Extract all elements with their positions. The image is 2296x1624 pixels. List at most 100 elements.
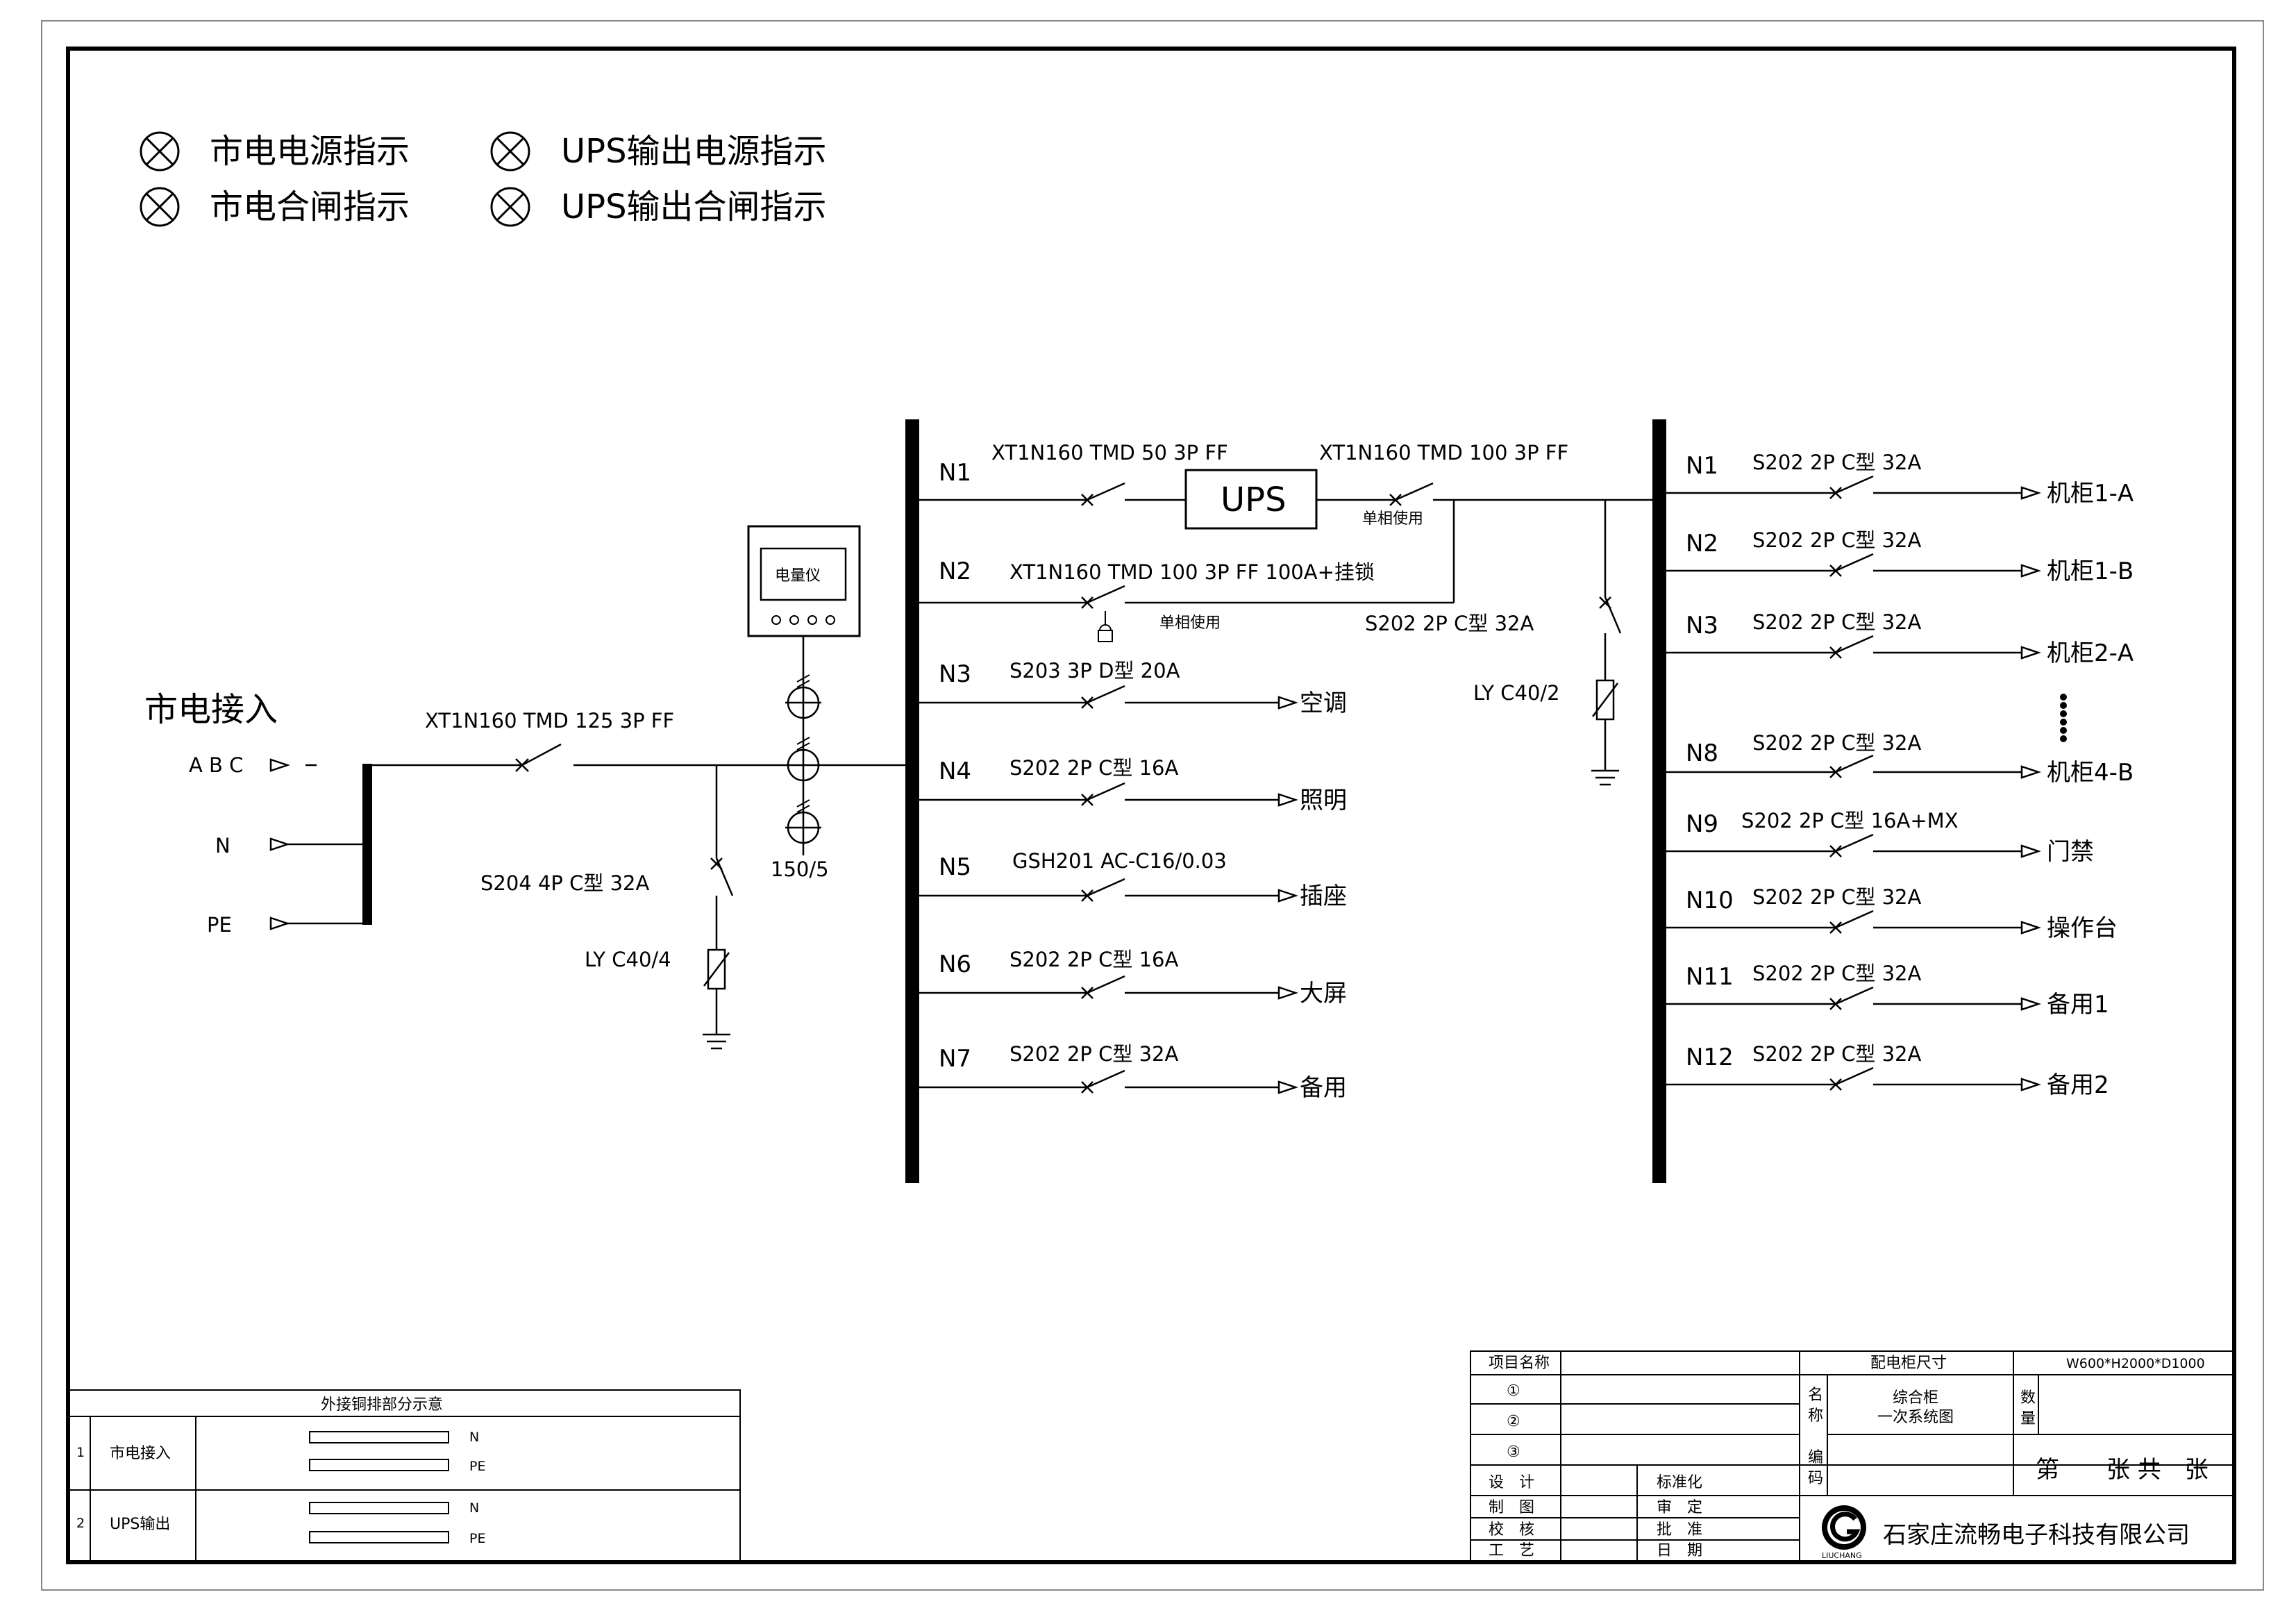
legend: 市电电源指示 UPS输出电源指示 市电合闸指示 UPS输出合闸指示 [140,131,827,227]
copper-row-n: N [469,1430,479,1445]
feeder-breaker [1081,878,1125,902]
n2-breaker [1081,585,1125,609]
name-value-1: 综合柜 [1893,1389,1938,1407]
review-label: 审 定 [1657,1499,1702,1516]
feeder-spec: S202 2P C型 32A [1752,885,1922,909]
feeder-breaker [1081,1069,1125,1094]
output-arrow [1277,1080,1298,1094]
ups-output-breaker-label: XT1N160 TMD 100 3P FF [1319,441,1568,464]
date-label: 日 期 [1657,1542,1702,1559]
lamp-icon [140,187,180,227]
copper-row-no: 1 [76,1445,85,1460]
copper-row-name: UPS输出 [110,1516,170,1533]
circle-3-label: ③ [1507,1443,1520,1461]
main-breaker-label: XT1N160 TMD 125 3P FF [425,709,674,733]
copper-row-pe: PE [469,1459,485,1474]
feeder-id: N7 [939,1045,971,1073]
copper-table: 外接铜排部分示意 1 市电接入 N PE 2 UPS输出 N PE [69,1389,741,1562]
qty-label-2: 量 [2020,1410,2036,1428]
feeder-spec: S202 2P C型 32A [1752,962,1922,985]
feeder-breaker [1081,685,1125,709]
feeder-id: N9 [1686,810,1718,838]
feeder-load: 机柜4-B [2047,759,2134,787]
right-feeder-n11: N11 S202 2P C型 32A 备用1 [1666,962,2109,1019]
right-busbar [1652,419,1666,1183]
feeder-spec: S202 2P C型 32A [1752,610,1922,634]
feeder-id: N3 [939,660,971,688]
feeder-spec: XT1N160 TMD 100 3P FF 100A+挂锁 [1009,560,1375,584]
feeder-id: N12 [1686,1044,1734,1071]
feeder-load: 照明 [1300,787,1347,814]
feeder-load: 空调 [1300,689,1347,717]
output-arrow [2020,486,2041,500]
company-name: 石家庄流畅电子科技有限公司 [1883,1521,2190,1549]
feeder-spec: S202 2P C型 16A [1009,948,1179,971]
lamp-icon [490,131,530,171]
feeder-spec: S203 3P D型 20A [1009,659,1180,683]
feeder-load: 机柜2-A [2047,639,2134,667]
ellipsis-dots [2060,694,2067,742]
abc-label: A B C [189,753,243,777]
ups-spd-branch [1591,500,1622,786]
logo-text: LIUCHANG [1822,1551,1862,1560]
feeder-id: N2 [1686,530,1718,558]
feeder-load: 备用1 [2047,991,2109,1019]
check-label: 校 核 [1489,1521,1534,1539]
output-arrow [2020,921,2041,935]
qty-label-1: 数 [2020,1389,2036,1407]
copper-row-name: 市电接入 [110,1445,171,1462]
feeder-breaker [1829,986,1874,1010]
copper-table-title: 外接铜排部分示意 [321,1396,443,1414]
feeder-breaker [1829,553,1874,577]
copper-row-n: N [469,1500,479,1516]
ups-box [1184,469,1318,530]
craft-label: 工 艺 [1489,1542,1534,1559]
input-busbar [362,764,372,925]
input-arrow-abc [269,758,289,772]
feeder-id: N10 [1686,887,1734,914]
feeder-load: 备用2 [2047,1071,2109,1099]
circle-1-label: ① [1507,1382,1520,1400]
ground-icon [1591,769,1619,786]
legend-mains-closed: 市电合闸指示 [210,187,410,226]
ups-spd-label: LY C40/2 [1473,681,1560,705]
approve-label: 批 准 [1657,1521,1702,1539]
output-arrow [1277,793,1298,807]
draw-label: 制 图 [1489,1499,1534,1516]
meter-label: 电量仪 [775,567,821,585]
code-label-1: 编 [1808,1449,1823,1466]
feeder-breaker [1829,475,1874,499]
main-breaker [515,743,562,772]
feeder-id: N5 [939,853,971,881]
ups-section: UPS XT1N160 TMD 100 3P FF 单相使用 S202 2P C… [1159,441,1568,705]
ups-output-note: 单相使用 [1362,510,1423,528]
project-name-label: 项目名称 [1489,1355,1550,1372]
feeder-spec: S202 2P C型 32A [1752,528,1922,552]
feeder-breaker [1829,1066,1874,1091]
input-arrow-pe [269,916,289,930]
power-meter: 电量仪 [747,525,861,637]
inner-frame [66,47,2236,1564]
copper-row-pe: PE [469,1531,485,1546]
output-arrow [2020,646,2041,660]
feeder-load: 备用 [1300,1074,1347,1102]
output-arrow [1277,696,1298,710]
n2-note: 单相使用 [1159,614,1221,632]
feeder-load: 门禁 [2047,838,2094,866]
n-label: N [215,834,231,857]
company-logo-icon: LIUCHANG [1822,1505,1866,1560]
feeder-spec: S202 2P C型 32A [1752,1042,1922,1066]
output-arrow [2020,1078,2041,1091]
feeder-id: N11 [1686,963,1734,991]
right-feeder-n12: N12 S202 2P C型 32A 备用2 [1666,1042,2109,1099]
output-arrow [2020,844,2041,858]
input-arrow-n [269,837,289,851]
output-arrow [1277,889,1298,903]
